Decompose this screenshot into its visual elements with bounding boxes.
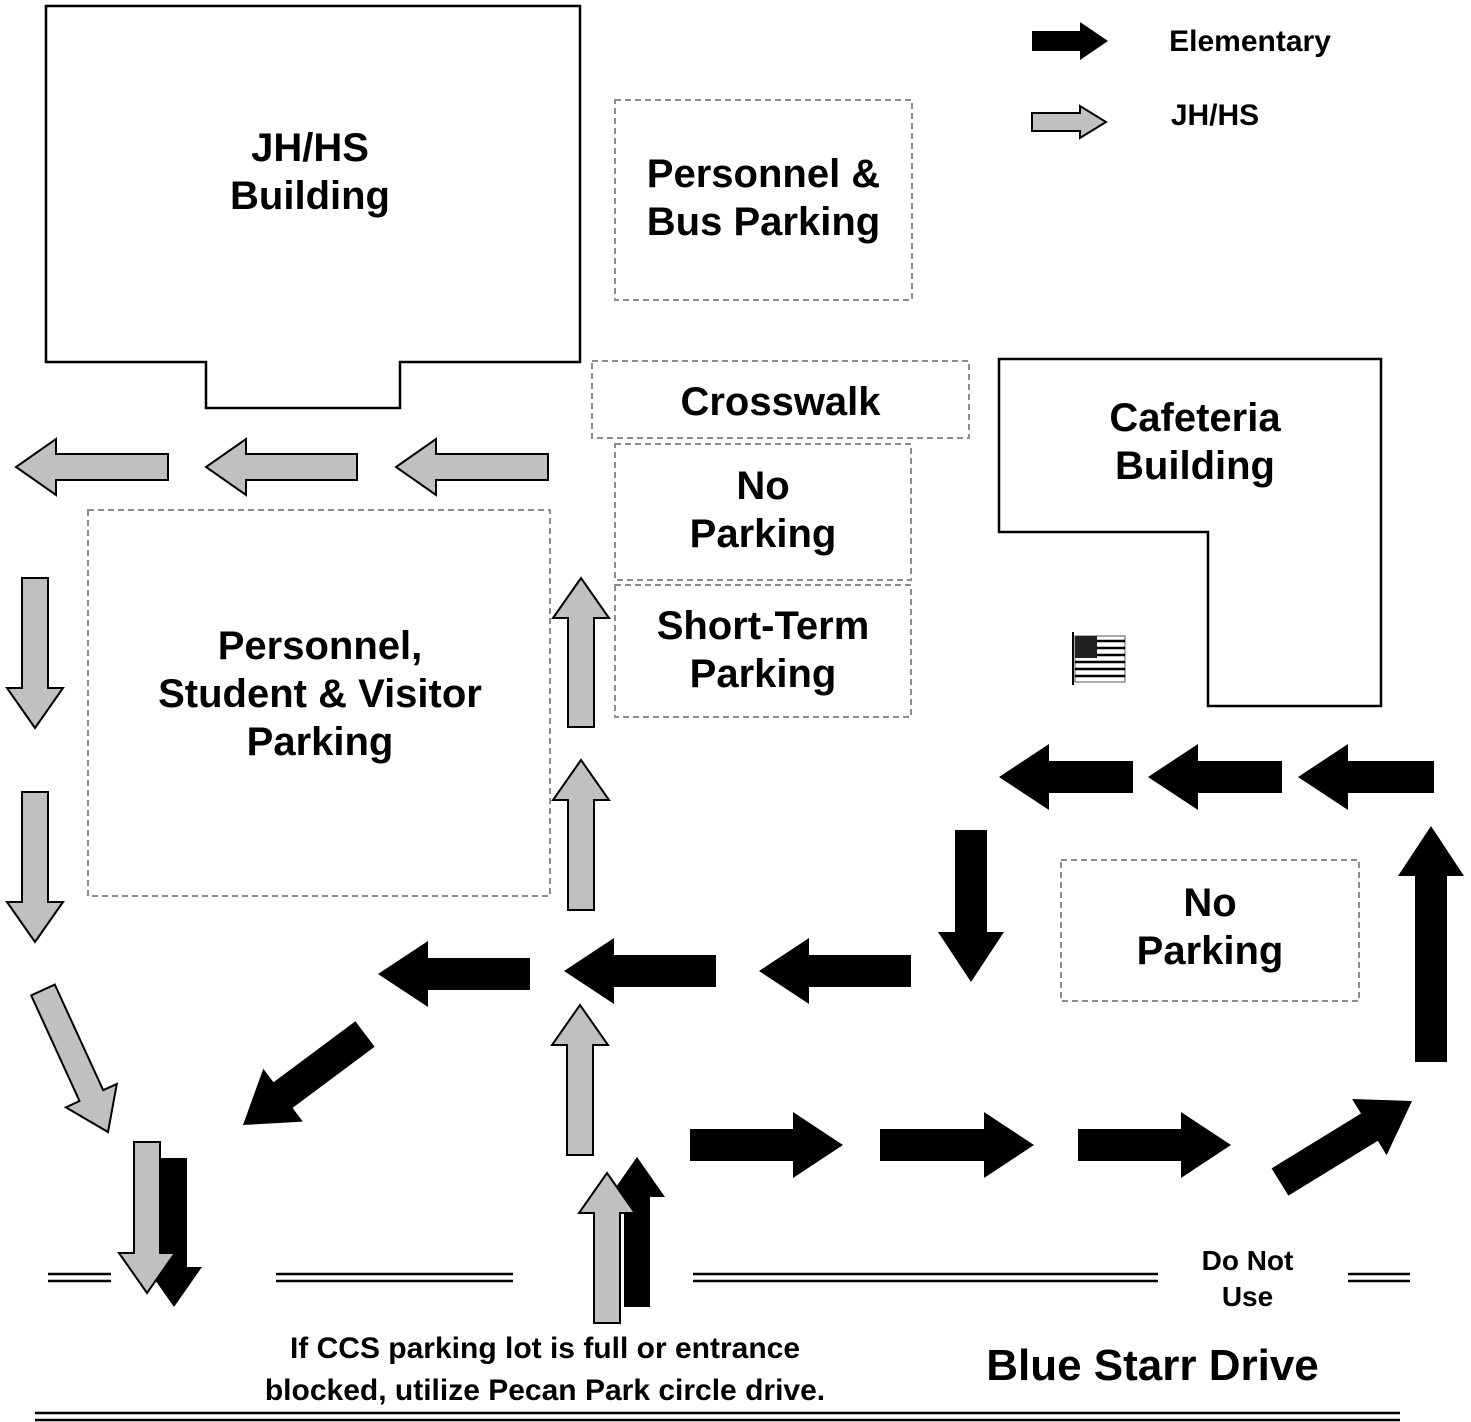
no-parking-right-label-line2: Parking: [1136, 929, 1284, 973]
legend-jhhs-arrow-icon: [1031, 104, 1108, 140]
elementary-flow-arrow-icon: [378, 941, 530, 1007]
no-parking-right-label-line1: No: [1183, 881, 1237, 925]
no-parking-top-label-line2: Parking: [689, 512, 837, 556]
no-parking-top-label: No Parking: [615, 462, 911, 558]
jhhs-flow-arrow-icon: [577, 1171, 637, 1324]
personnel-bus-parking-label: Personnel & Bus Parking: [615, 150, 912, 246]
legend-jhhs-label: JH/HS: [1170, 99, 1260, 132]
us-flag-icon: [1072, 632, 1126, 685]
do-not-use-label-line1: Do Not: [1201, 1245, 1294, 1276]
elementary-flow-arrow-icon: [243, 1021, 375, 1125]
no-parking-top-zone: [614, 443, 912, 581]
cafeteria-building-label-line1: Cafeteria: [1109, 396, 1281, 440]
crosswalk-label: Crosswalk: [680, 380, 881, 424]
elementary-flow-arrow-icon: [564, 938, 716, 1004]
jhhs-building-label-line1: JH/HS: [251, 126, 369, 170]
short-term-parking-label-line1: Short-Term: [656, 604, 870, 648]
cafeteria-building-label-line2: Building: [1115, 444, 1275, 488]
elementary-flow-arrow-icon: [759, 938, 911, 1004]
jhhs-flow-arrow-icon: [551, 758, 611, 911]
arrows: [5, 22, 1464, 1324]
personnel-bus-parking-label-line1: Personnel &: [646, 152, 881, 196]
elementary-flow-arrow-icon: [1078, 1112, 1231, 1178]
jhhs-flow-arrow-icon: [5, 577, 65, 730]
personnel-bus-parking-label-line2: Bus Parking: [646, 200, 881, 244]
main-parking-lot-label-line3: Parking: [246, 720, 394, 764]
jhhs-flow-arrow-icon: [117, 1141, 177, 1295]
crosswalk-zone: [591, 360, 970, 439]
overflow-note-line1: If CCS parking lot is full or entrance: [289, 1332, 801, 1365]
elementary-flow-arrow-icon: [690, 1112, 843, 1178]
jhhs-flow-arrow-icon: [5, 791, 65, 944]
road-lines: [35, 1272, 1410, 1422]
overflow-note: If CCS parking lot is full or entrance b…: [215, 1328, 875, 1412]
short-term-parking-label-line2: Parking: [689, 652, 837, 696]
short-term-parking-label: Short-Term Parking: [615, 602, 911, 698]
main-parking-lot-zone: [87, 509, 551, 897]
jhhs-building-label-line2: Building: [230, 174, 390, 218]
main-parking-lot-label: Personnel, Student & Visitor Parking: [100, 622, 540, 766]
do-not-use-label-line2: Use: [1221, 1281, 1274, 1313]
jhhs-flow-arrow-icon: [29, 983, 119, 1134]
jhhs-building-label: JH/HS Building: [160, 124, 460, 220]
jhhs-flow-arrow-icon: [14, 437, 169, 497]
no-parking-top-label-line1: No: [736, 464, 790, 508]
elementary-flow-arrow-icon: [1271, 1099, 1412, 1196]
jhhs-flow-arrow-icon: [551, 576, 611, 728]
no-parking-right-label: No Parking: [1061, 879, 1359, 975]
jhhs-building: [44, 4, 582, 410]
elementary-flow-arrow-icon: [1148, 744, 1282, 810]
overflow-note-line2: blocked, utilize Pecan Park circle drive…: [264, 1374, 826, 1407]
short-term-parking-zone: [614, 584, 912, 718]
cafeteria-building-label: Cafeteria Building: [1050, 394, 1340, 490]
elementary-flow-arrow-icon: [1298, 744, 1434, 810]
elementary-flow-arrow-icon: [999, 744, 1133, 810]
elementary-flow-arrow-icon: [938, 830, 1004, 982]
main-parking-lot-label-line1: Personnel,: [217, 624, 423, 668]
legend-elementary-arrow-icon: [1032, 22, 1108, 60]
elementary-flow-arrow-icon: [880, 1112, 1034, 1178]
elementary-flow-arrow-icon: [1398, 826, 1464, 1062]
personnel-bus-parking-zone: [614, 99, 913, 301]
jhhs-flow-arrow-icon: [394, 437, 549, 497]
do-not-use-label: Do Not Use: [1165, 1243, 1330, 1316]
legend-elementary-label: Elementary: [1169, 25, 1331, 58]
street-name: Blue Starr Drive: [986, 1341, 1319, 1390]
main-parking-lot-label-line2: Student & Visitor: [158, 672, 482, 716]
cafeteria-building: [997, 357, 1383, 708]
jhhs-flow-arrow-icon: [550, 1003, 610, 1156]
jhhs-flow-arrow-icon: [204, 437, 358, 497]
